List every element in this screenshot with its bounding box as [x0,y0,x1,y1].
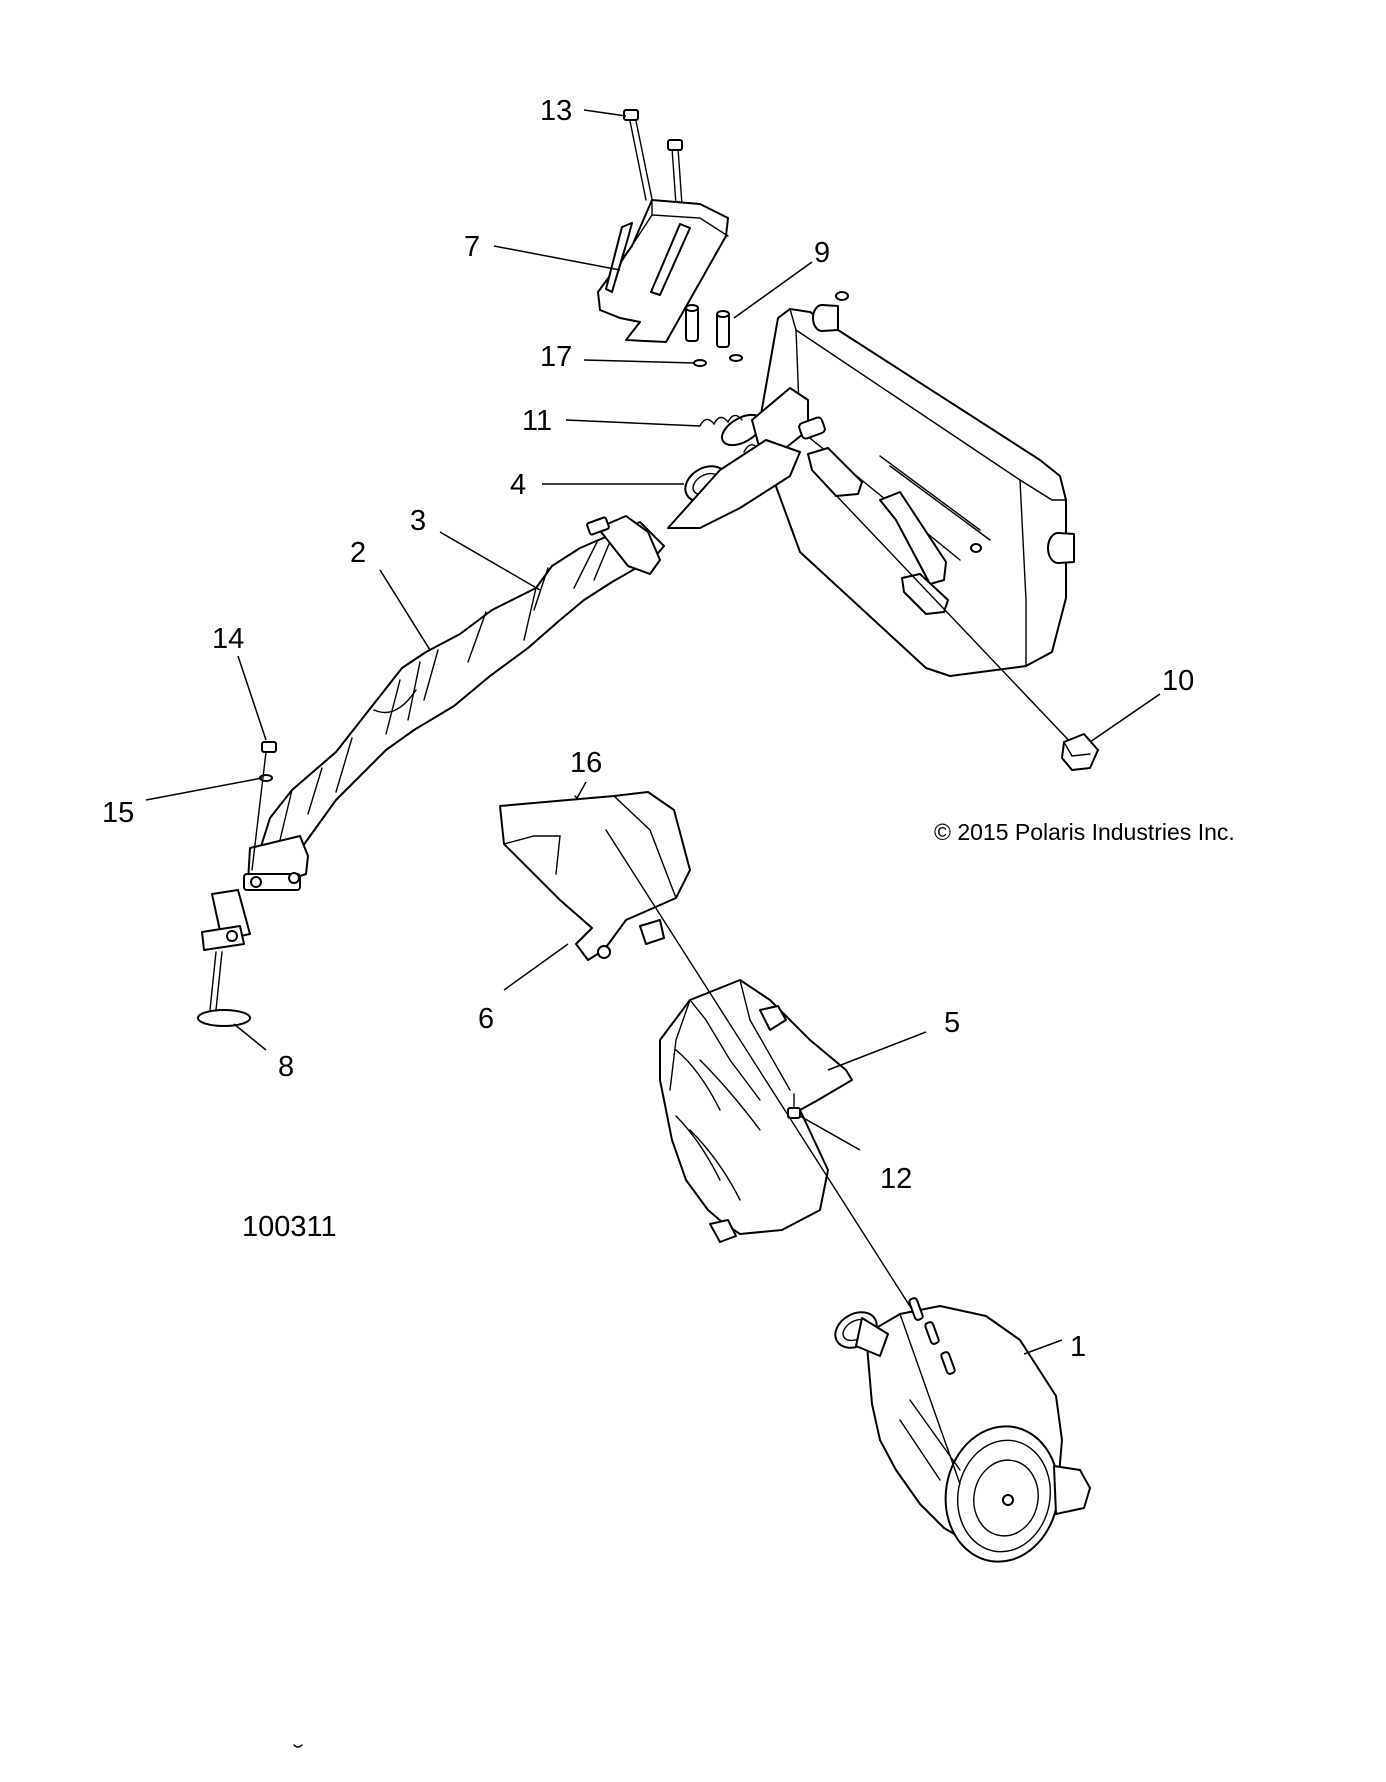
callout-9: 9 [814,237,830,269]
nut-14 [261,741,277,753]
gasket-8 [197,1009,251,1027]
callout-7: 7 [464,231,480,263]
leader-lines [145,109,1161,1355]
cap-10 [1061,733,1099,771]
heat-shield-6 [499,791,691,961]
leader-3 [439,531,541,591]
figure-id: 100311 [242,1211,337,1243]
silencer-1 [834,1297,1091,1563]
muffler-body [759,291,1075,677]
callout-10: 10 [1162,665,1194,697]
leader-12 [799,1115,861,1151]
stud-14-15 [251,751,267,871]
callout-12: 12 [880,1163,912,1195]
leader-15 [145,777,263,801]
bolt-13-right [667,139,683,206]
callout-16: 16 [570,747,602,779]
callout-3: 3 [410,505,426,537]
callout-14: 14 [212,623,244,655]
bolt-13-left [623,109,653,201]
leader-11 [565,419,701,427]
leader-7 [493,245,621,271]
leader-1 [1023,1339,1063,1355]
leader-13 [583,109,627,117]
center-line-10 [811,469,1077,749]
inlet-deflector [667,439,801,529]
leader-16 [575,781,587,801]
callout-4: 4 [510,469,526,501]
leader-17 [583,359,695,364]
callout-15: 15 [102,797,134,829]
copyright-notice: © 2015 Polaris Industries Inc. [934,819,1235,845]
manifold-flange [201,835,309,1011]
heat-shield-5 [659,979,853,1243]
stray-mark [293,1744,303,1748]
center-line-16-1 [605,829,921,1323]
callout-1: 1 [1070,1331,1086,1363]
callout-5: 5 [944,1007,960,1039]
bracket-7 [597,199,729,343]
leader-5 [827,1031,927,1071]
leader-10 [1089,693,1161,743]
callout-17: 17 [540,341,572,373]
spacer-9-right [716,310,730,348]
screw-12 [787,1093,801,1119]
callout-11: 11 [522,405,552,437]
leader-8 [233,1023,267,1051]
callout-6: 6 [478,1003,494,1035]
callout-2: 2 [350,537,366,569]
leader-2 [379,569,431,651]
leader-14 [237,655,267,741]
callout-8: 8 [278,1051,294,1083]
callouts: 13 7 9 17 11 4 3 2 14 10 16 15 6 5 8 12 … [102,95,1194,1363]
washer-17-right [729,354,743,362]
spacer-9-left [685,304,699,342]
leader-9 [733,261,813,319]
callout-13: 13 [540,95,572,127]
head-pipe-2-3 [257,515,665,877]
leader-6 [503,943,569,991]
washer-17-left [693,359,707,367]
